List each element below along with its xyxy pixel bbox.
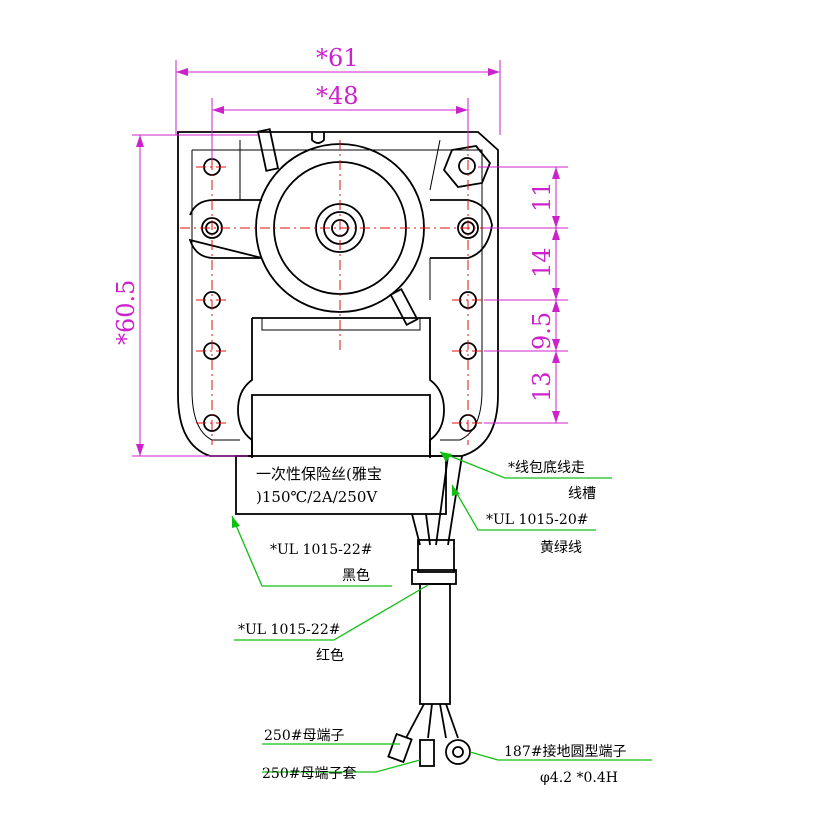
callout-coil-groove-2: 线槽	[568, 486, 596, 502]
callout-ground-terminal-2: φ4.2 *0.4H	[540, 770, 618, 786]
dim-spacing-3: 9.5	[528, 312, 556, 350]
pins	[256, 128, 419, 327]
callout-red-wire-1: *UL 1015-22#	[238, 622, 340, 638]
callout-ground-terminal-1: 187#接地圆型端子	[504, 743, 626, 760]
coil-housing	[237, 317, 445, 458]
callout-black-wire-2: 黑色	[342, 567, 370, 584]
top-notch	[311, 132, 325, 144]
hex-nut	[442, 145, 492, 188]
dimension-arrows	[136, 68, 560, 456]
terminals	[387, 732, 471, 767]
frame-inner	[191, 149, 483, 441]
callout-terminal-sleeve: 250#母端子套	[262, 766, 356, 782]
dim-spacing-2: 14	[528, 247, 556, 278]
coil-top	[261, 318, 421, 331]
dimension-lines	[132, 60, 568, 457]
centerlines	[180, 140, 510, 445]
wires	[405, 455, 463, 739]
dim-width-outer: *61	[316, 44, 359, 72]
dim-spacing-1: 11	[528, 181, 556, 212]
callout-yellow-green-1: *UL 1015-20#	[486, 512, 588, 528]
dim-spacing-4: 13	[528, 371, 556, 402]
dim-width-holes: *48	[316, 82, 359, 110]
bracket-plate	[239, 139, 441, 300]
fuse-label-line1: 一次性保险丝(雅宝	[256, 465, 382, 483]
dim-height: *60.5	[112, 280, 140, 345]
bracket-wings	[188, 199, 493, 259]
callout-black-wire-1: *UL 1015-22#	[270, 542, 372, 558]
callout-coil-groove-1: *线包底线走	[508, 460, 585, 476]
fuse-block	[235, 455, 447, 515]
fuse-label-line2: )150℃/2A/250V	[256, 488, 378, 506]
leader-lines	[231, 451, 652, 773]
callout-yellow-green-2: 黄绿线	[540, 539, 582, 556]
callout-red-wire-2: 红色	[316, 647, 344, 664]
callout-female-terminal: 250#母端子	[264, 728, 344, 744]
